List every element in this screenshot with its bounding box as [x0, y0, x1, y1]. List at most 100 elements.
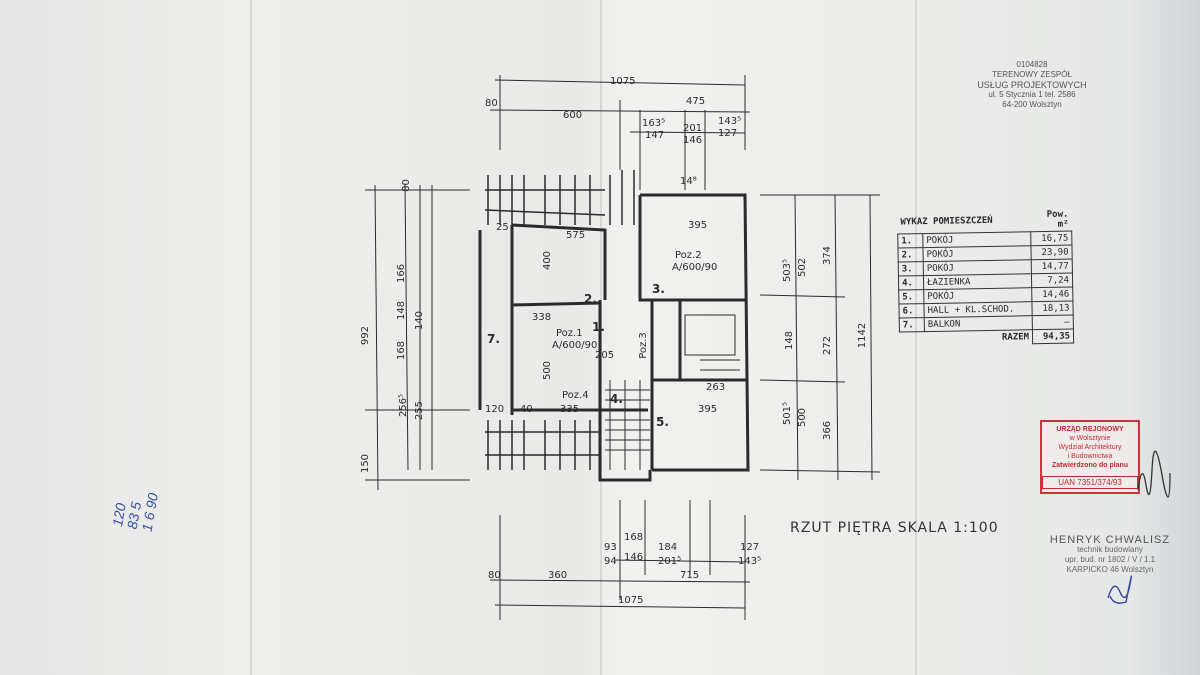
dim-right-272: 272	[822, 335, 834, 356]
dim-bottom-93: 93	[604, 542, 617, 553]
designer-title: technik budowlany	[1077, 545, 1143, 554]
table-total-value: 94,35	[1032, 328, 1074, 344]
company-stamp-line: 0104828	[1016, 60, 1048, 69]
dim-left-166: 166	[396, 263, 408, 284]
table-cell-area: 23,90	[1030, 244, 1073, 260]
approval-stamp-ref: UAN 7351/374/93	[1042, 476, 1138, 489]
dim-inner-45: 25	[496, 222, 509, 233]
company-stamp-line: USŁUG PROJEKTOWYCH	[977, 80, 1087, 90]
approval-stamp: URZĄD REJONOWY w Wolsztynie Wydział Arch…	[1040, 420, 1140, 494]
table-header-area: Pow. m²	[1046, 209, 1069, 230]
dim-right-148: 148	[784, 330, 796, 351]
table-cell-area: 16,75	[1030, 230, 1072, 246]
table-cell-num: 2.	[897, 247, 924, 263]
room-number-5: 5.	[656, 415, 669, 429]
dim-inner-395: 395	[688, 220, 708, 231]
dim-right-500: 500	[797, 407, 809, 428]
dim-top-163: 163⁵	[642, 118, 666, 129]
approval-stamp-dept2: i Budownictwa	[1067, 453, 1113, 460]
dim-bottom-total: 1075	[618, 595, 644, 606]
paper-fold-right	[915, 0, 917, 675]
table-cell-num: 6.	[898, 303, 925, 319]
dim-bottom-94: 94	[604, 556, 617, 567]
paper-fold-left	[250, 0, 252, 675]
table-cell-num: 1.	[897, 233, 923, 249]
drawing-title: RZUT PIĘTRA SKALA 1:100	[790, 520, 999, 536]
dim-right-501: 501⁵	[782, 401, 794, 426]
room-1-area: A/600/90	[552, 340, 598, 351]
dim-bottom-715: 715	[680, 570, 700, 581]
designer-license: upr. bud. nr 1802 / V / 1.1	[1064, 555, 1156, 564]
dim-inner-335: 335	[560, 404, 580, 415]
dim-top-127: 127	[718, 128, 738, 139]
table-header-name: WYKAZ POMIESZCZEŃ	[900, 215, 993, 228]
dim-top-148: 14⁸	[680, 176, 697, 187]
room-1-tag: Poz.1	[556, 328, 583, 339]
dim-inner-338: 338	[532, 312, 552, 323]
table-cell-area: 14,46	[1031, 286, 1073, 302]
dim-left-255: 255	[414, 400, 426, 421]
room-number-3: 3.	[652, 282, 665, 296]
dim-inner-205: 205	[595, 350, 615, 361]
dim-top-146: 146	[683, 135, 703, 146]
company-stamp-line: TERENOWY ZESPÓŁ	[992, 70, 1072, 79]
table-total-row: RAZEM 94,35	[899, 328, 1074, 346]
handwritten-note: 120 83 5 1 6 90	[109, 487, 161, 533]
paper-shadow-edge	[1130, 0, 1200, 675]
room-number-7: 7.	[487, 332, 500, 346]
dim-bottom-127: 127	[740, 542, 760, 553]
dim-inner-400: 400	[542, 250, 554, 271]
company-stamp-line: 64-200 Wolsztyn	[1002, 100, 1062, 109]
room-number-1: 1.	[592, 320, 605, 334]
dim-right-366: 366	[822, 420, 834, 441]
dim-right-374: 374	[822, 245, 834, 266]
table-cell-area: 18,13	[1031, 300, 1074, 316]
room-2-tag: Poz.2	[675, 250, 702, 261]
dim-top-right: 475	[686, 96, 706, 107]
dim-left-148: 148	[396, 300, 408, 321]
dim-inner-500: 500	[542, 360, 554, 381]
dim-inner-395b: 395	[698, 404, 718, 415]
table-header: WYKAZ POMIESZCZEŃ Pow. m²	[897, 208, 1071, 234]
room-number-2: 2.	[584, 292, 597, 306]
dim-right-1142: 1142	[857, 322, 869, 349]
designer-name: HENRYK CHWALISZ	[1049, 534, 1171, 546]
dim-top-80: 80	[485, 98, 498, 109]
dim-left-256: 256⁵	[398, 393, 410, 418]
dim-bottom-184: 184	[658, 542, 678, 553]
approval-stamp-dept: Wydział Architektury	[1058, 444, 1122, 451]
table-cell-num: 5.	[898, 289, 924, 305]
table-total-label: RAZEM	[1001, 331, 1030, 343]
approval-stamp-approved: Zatwierdzono do planu	[1051, 462, 1129, 469]
room-4-tag: Poz.4	[562, 390, 589, 401]
room-3-tag: Poz.3	[637, 332, 649, 359]
table-cell-num: 3.	[898, 261, 924, 277]
dim-left-168: 168	[396, 340, 408, 361]
dim-bottom-146: 146	[624, 552, 644, 563]
dim-inner-575: 575	[566, 230, 586, 241]
dim-right-503: 503⁵	[782, 258, 794, 283]
dim-left-150: 150	[360, 453, 372, 474]
dim-top-201: 201	[683, 123, 703, 134]
table-cell-area: 14,77	[1031, 258, 1073, 274]
dim-right-502: 502	[797, 257, 809, 278]
dim-top-147: 147	[645, 130, 665, 141]
table-cell-num: 7.	[899, 317, 925, 333]
dim-bottom-201: 201⁵	[658, 556, 682, 567]
table-cell-area: —	[1032, 314, 1074, 330]
dim-bottom-80: 80	[488, 570, 501, 581]
designer-stamp: HENRYK CHWALISZ technik budowlany upr. b…	[1030, 535, 1190, 575]
dim-bottom-168: 168	[624, 532, 644, 543]
table-total-spacer	[899, 332, 924, 346]
dim-inner-120: 120	[485, 404, 505, 415]
dim-inner-40: 40	[520, 404, 533, 415]
dim-left-80: 80	[400, 179, 412, 192]
table-cell-num: 4.	[898, 275, 924, 291]
room-number-4: 4.	[610, 392, 623, 406]
dim-left-992: 992	[360, 325, 372, 346]
designer-address: KARPICKO 46 Wolsztyn	[1066, 565, 1154, 574]
dim-bottom-360: 360	[548, 570, 568, 581]
room-2-area: A/600/90	[672, 262, 718, 273]
company-stamp-line: ul. 5 Stycznia 1 tel. 2586	[988, 90, 1076, 99]
